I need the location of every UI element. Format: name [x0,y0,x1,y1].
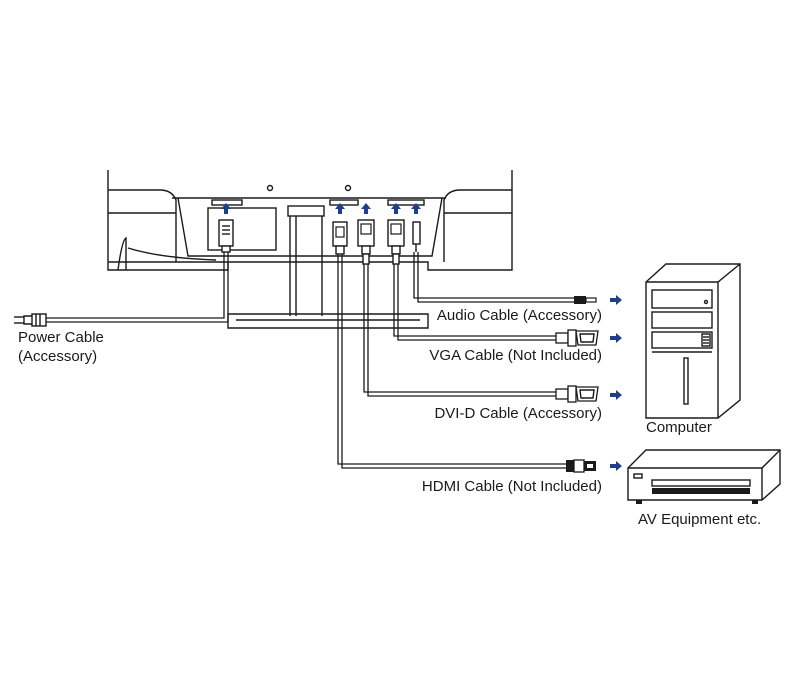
vga-cable-label: VGA Cable (Not Included) [429,347,602,364]
hdmi-plug-icon [332,221,348,255]
computer-label: Computer [646,419,712,436]
audio-plug-icon [412,221,421,252]
av-equipment-label: AV Equipment etc. [638,511,761,528]
cables [46,252,574,469]
monitor-rear [107,170,513,329]
dvi-plug-icon [357,219,375,265]
power-plug-icon [218,219,234,253]
arrow-up-icon [335,203,345,214]
audio-cable [413,252,574,299]
port-arrows [221,203,421,214]
arrow-up-icon [361,203,371,214]
power-plug-icon [14,313,47,327]
power-cable [46,252,225,319]
hdmi-cable-label: HDMI Cable (Not Included) [422,478,602,495]
dvi-plug-icon [555,385,599,403]
power-cable-label-line2: (Accessory) [18,348,97,365]
arrow-right-icon [610,333,622,343]
arrow-right-icon [610,390,622,400]
dvi-cable-label: DVI-D Cable (Accessory) [434,405,602,422]
dvi-cable [363,264,556,393]
hdmi-cable [337,254,566,465]
arrow-up-icon [391,203,401,214]
arrow-right-icon [610,461,622,471]
arrow-up-icon [411,203,421,214]
hdmi-plug-icon [566,459,596,473]
arrow-up-icon [221,203,231,214]
audio-plug-icon [574,296,597,304]
direction-arrows [610,295,622,471]
monitor-connectors [218,219,421,265]
vga-plug-icon [387,219,405,265]
vga-cable [393,264,556,337]
audio-cable-label: Audio Cable (Accessory) [437,307,602,324]
av-equipment-icon [627,449,781,504]
vga-plug-icon [555,329,599,347]
power-cable-label-line1: Power Cable [18,329,104,346]
arrow-right-icon [610,295,622,305]
computer-tower-icon [645,263,741,419]
